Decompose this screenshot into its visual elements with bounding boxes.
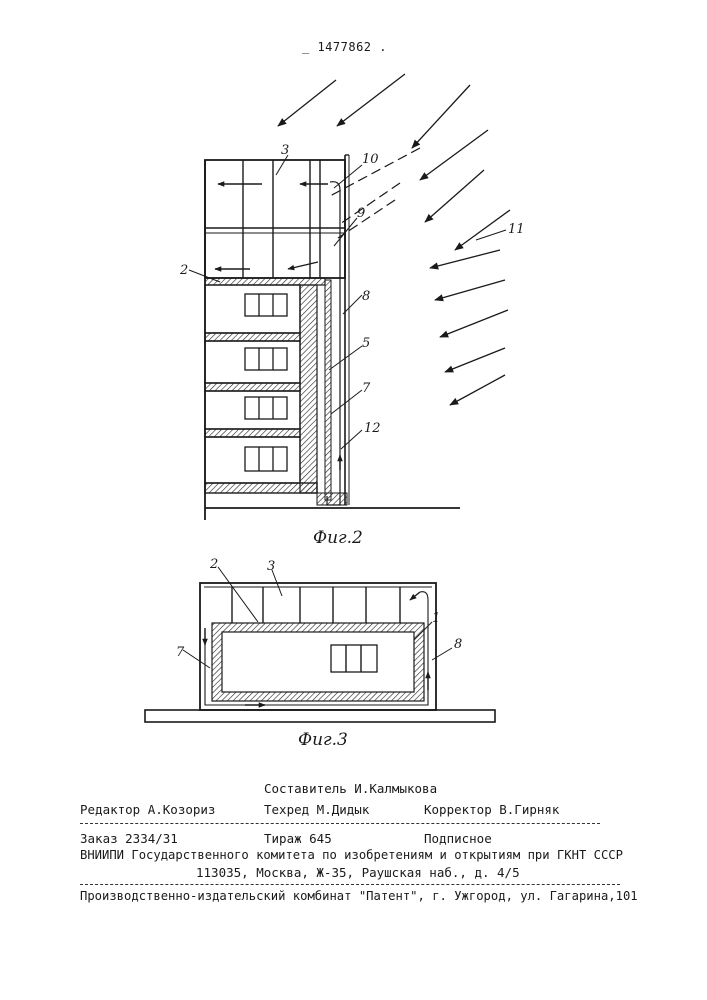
fig2-label-5: 5: [362, 336, 370, 351]
figure-3: [145, 567, 495, 722]
address-line: 113035, Москва, Ж-35, Раушская наб., д. …: [196, 865, 520, 880]
figure-2: [189, 74, 510, 520]
fig2-label-3: 3: [281, 143, 289, 158]
divider-top: [80, 823, 600, 824]
circulation-line: Тираж 645: [264, 831, 332, 846]
fig3-label-3: 3: [267, 559, 275, 574]
fig3-label-8: 8: [454, 637, 462, 652]
fig2-label-2: 2: [179, 263, 188, 278]
techred-line: Техред М.Дидык: [264, 802, 369, 817]
order-line: Заказ 2334/31: [80, 831, 178, 846]
editor-line: Редактор А.Козориз: [80, 802, 215, 817]
publisher-line: Производственно-издательский комбинат "П…: [80, 889, 638, 903]
fig2-caption: Фиг.2: [313, 528, 363, 548]
fig2-label-8: 8: [362, 289, 370, 304]
patent-drawing: 3 10 9 11 2 8 5 7 12 Фиг.2: [0, 0, 707, 760]
fig2-label-12: 12: [364, 421, 381, 436]
divider-bottom: [80, 884, 620, 885]
fig2-label-10: 10: [362, 152, 379, 167]
institute-line: ВНИИПИ Государственного комитета по изоб…: [80, 848, 623, 862]
fig3-caption: Фиг.3: [298, 730, 348, 750]
compiler-line: Составитель И.Калмыкова: [264, 781, 437, 796]
fig3-label-2: 2: [209, 557, 218, 572]
fig2-label-7: 7: [362, 381, 371, 396]
fig3-label-7: 7: [176, 645, 185, 660]
fig2-label-9: 9: [357, 206, 365, 221]
subscription-line: Подписное: [424, 831, 492, 846]
fig2-label-11: 11: [508, 222, 525, 237]
fig3-label-1: 1: [432, 611, 440, 626]
corrector-line: Корректор В.Гирняк: [424, 802, 559, 817]
